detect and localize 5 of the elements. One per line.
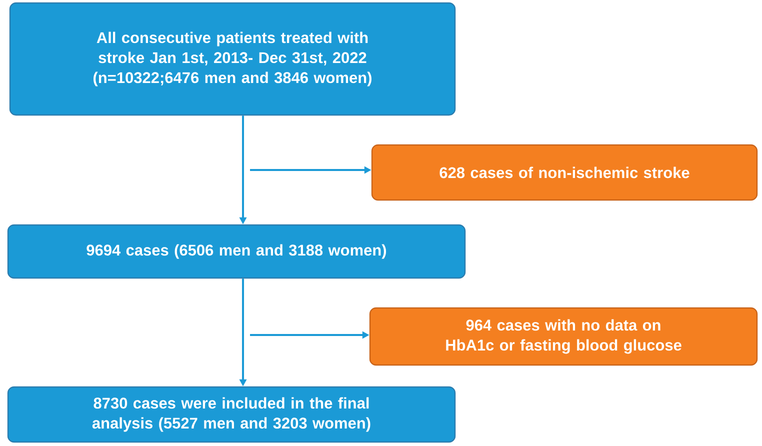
exclusion-box: 628 cases of non-ischemic stroke: [371, 144, 758, 201]
exclusion-box: 964 cases with no data on HbA1c or fasting blood glucose: [369, 307, 758, 366]
process-box: 9694 cases (6506 men and 3188 women): [7, 224, 466, 279]
process-box: 8730 cases were included in the final analysis (5527 men and 3203 women): [7, 386, 456, 443]
process-box: All consecutive patients treated with stroke Jan 1st, 2013- Dec 31st, 2022 (n=10322;6476 men and 3846 women): [9, 2, 456, 116]
